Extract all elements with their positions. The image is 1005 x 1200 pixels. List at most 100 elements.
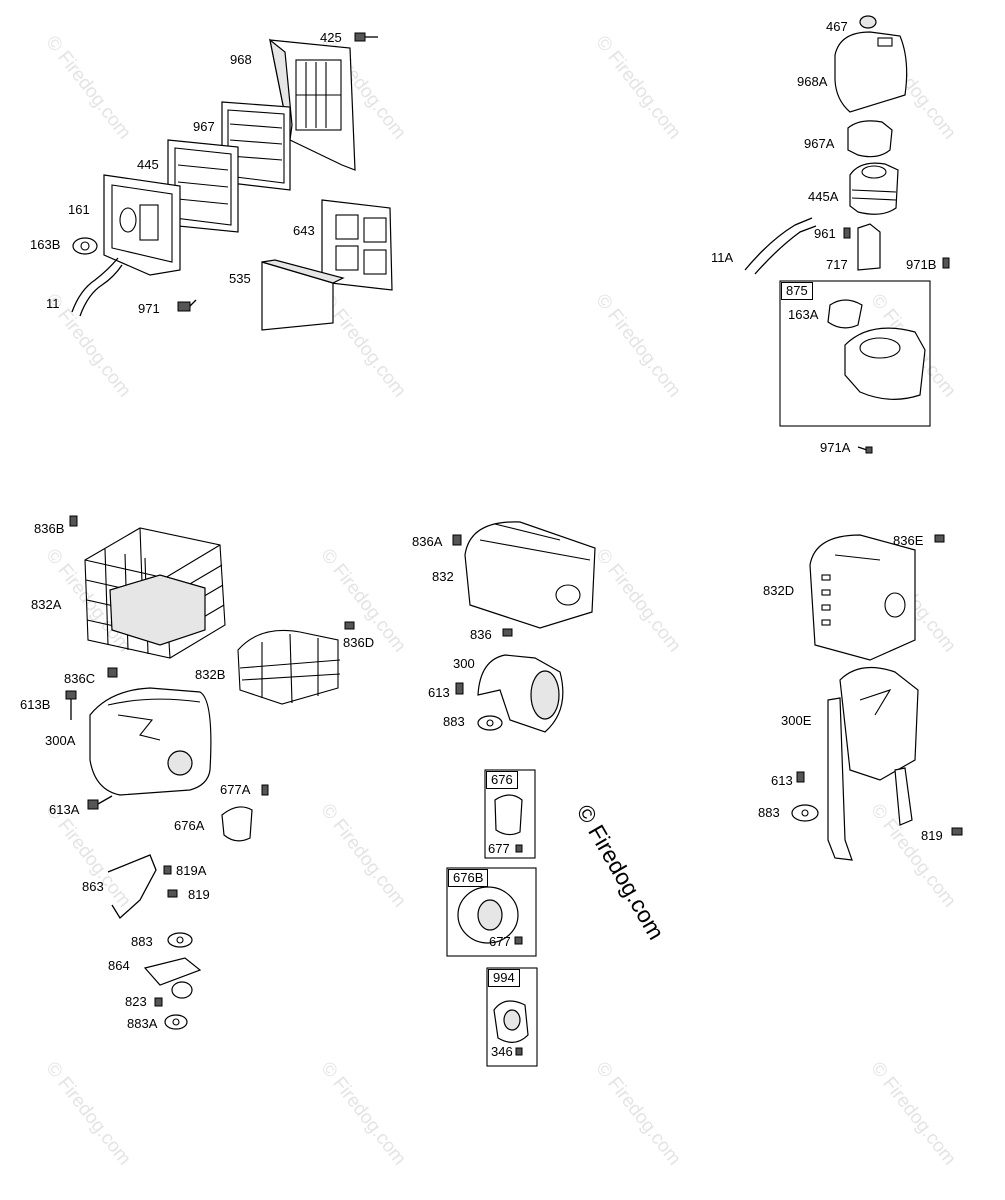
kit-label-676: 676: [486, 771, 518, 789]
part-967-filter: [221, 101, 291, 191]
callout-832A: 832A: [31, 597, 62, 612]
callout-445A: 445A: [808, 189, 839, 204]
callout-823: 823: [125, 994, 147, 1009]
part-971A-screw: [857, 446, 873, 454]
part-863-bracket: [107, 854, 157, 920]
part-676B-deflector: [457, 886, 519, 944]
part-832B-guard: [237, 629, 341, 705]
part-819-screw-c: [951, 827, 963, 836]
part-836B-screw: [69, 515, 78, 527]
part-11-tube: [71, 257, 123, 317]
part-832D-shield: [809, 534, 916, 661]
part-677-screw-b: [514, 936, 523, 945]
part-994-deflector: [493, 1000, 529, 1043]
callout-883b: 883: [443, 714, 465, 729]
part-643-screen: [321, 199, 393, 291]
callout-677: 677: [488, 841, 510, 856]
callout-961: 961: [814, 226, 836, 241]
kit-676-frame: [484, 769, 536, 859]
part-677-screw: [515, 844, 523, 853]
callout-613B: 613B: [20, 697, 51, 712]
callout-883: 883: [131, 934, 153, 949]
callout-971B: 971B: [906, 257, 937, 272]
part-819A-screw: [163, 865, 172, 875]
callout-467: 467: [826, 19, 848, 34]
part-11A-tube: [744, 217, 817, 275]
callout-445: 445: [137, 157, 159, 172]
part-823-screw: [154, 997, 163, 1007]
part-613B-screw: [65, 690, 77, 720]
callout-971A: 971A: [820, 440, 851, 455]
part-864-adapter: [143, 957, 202, 999]
callout-161: 161: [68, 202, 90, 217]
part-968A-cover: [834, 31, 908, 113]
callout-832D: 832D: [763, 583, 795, 598]
callout-836A: 836A: [412, 534, 443, 549]
kit-994-frame: [486, 967, 538, 1067]
callout-163B: 163B: [30, 237, 61, 252]
callout-971: 971: [138, 301, 160, 316]
kit-875-frame: [779, 280, 931, 427]
callout-346: 346: [491, 1044, 513, 1059]
kit-label-676B: 676B: [448, 869, 489, 887]
callout-677A: 677A: [220, 782, 251, 797]
callout-836: 836: [470, 627, 492, 642]
callout-677b: 677: [489, 934, 511, 949]
part-300E-muffler: [827, 666, 919, 861]
callout-613A: 613A: [49, 802, 80, 817]
part-836D-screw: [344, 621, 355, 630]
callout-864: 864: [108, 958, 130, 973]
part-425-screw: [354, 32, 378, 42]
callout-613c: 613: [771, 773, 793, 788]
part-163B-gasket: [72, 237, 98, 255]
part-467-knob: [859, 15, 877, 29]
part-883-gasket-b: [477, 715, 503, 731]
callout-425: 425: [320, 30, 342, 45]
callout-968: 968: [230, 52, 252, 67]
callout-819A: 819A: [176, 863, 207, 878]
part-445A-element: [849, 162, 899, 215]
callout-832B: 832B: [195, 667, 226, 682]
part-836-screw: [502, 628, 513, 637]
callout-883c: 883: [758, 805, 780, 820]
part-836E-screw: [934, 534, 945, 543]
part-161-base: [103, 174, 181, 276]
callout-819c: 819: [921, 828, 943, 843]
part-535-prefilter: [261, 259, 345, 331]
part-676-deflector: [494, 794, 523, 836]
part-832-guard: [464, 521, 596, 629]
callout-300: 300: [453, 656, 475, 671]
part-875-base: [844, 327, 926, 400]
part-300A-muffler: [89, 687, 212, 796]
part-971B-screw: [942, 257, 950, 269]
part-163A-gasket: [827, 299, 863, 329]
part-676A-deflector: [221, 806, 253, 842]
part-832A-guard: [84, 527, 226, 659]
kit-676B-frame: [446, 867, 537, 957]
callout-836C: 836C: [64, 671, 96, 686]
part-883-gasket-c: [791, 804, 819, 822]
callout-676A: 676A: [174, 818, 205, 833]
callout-836D: 836D: [343, 635, 375, 650]
callout-836E: 836E: [893, 533, 924, 548]
callout-11A: 11A: [711, 250, 734, 265]
part-883A-gasket: [164, 1014, 188, 1030]
part-613A-screw: [87, 795, 113, 810]
callout-300A: 300A: [45, 733, 76, 748]
part-613-screw: [455, 682, 464, 695]
callout-967A: 967A: [804, 136, 835, 151]
part-836C-screw: [107, 667, 118, 678]
callout-832: 832: [432, 569, 454, 584]
callout-300E: 300E: [781, 713, 812, 728]
callout-819: 819: [188, 887, 210, 902]
callout-883A: 883A: [127, 1016, 158, 1031]
part-677A-screw: [261, 784, 269, 796]
callout-163A: 163A: [788, 307, 819, 322]
kit-label-994: 994: [488, 969, 520, 987]
part-613-screw-c: [796, 771, 805, 783]
callout-967: 967: [193, 119, 215, 134]
part-967A-filter: [847, 120, 893, 158]
part-836A-screw: [452, 534, 462, 546]
part-961-screw: [843, 227, 851, 239]
